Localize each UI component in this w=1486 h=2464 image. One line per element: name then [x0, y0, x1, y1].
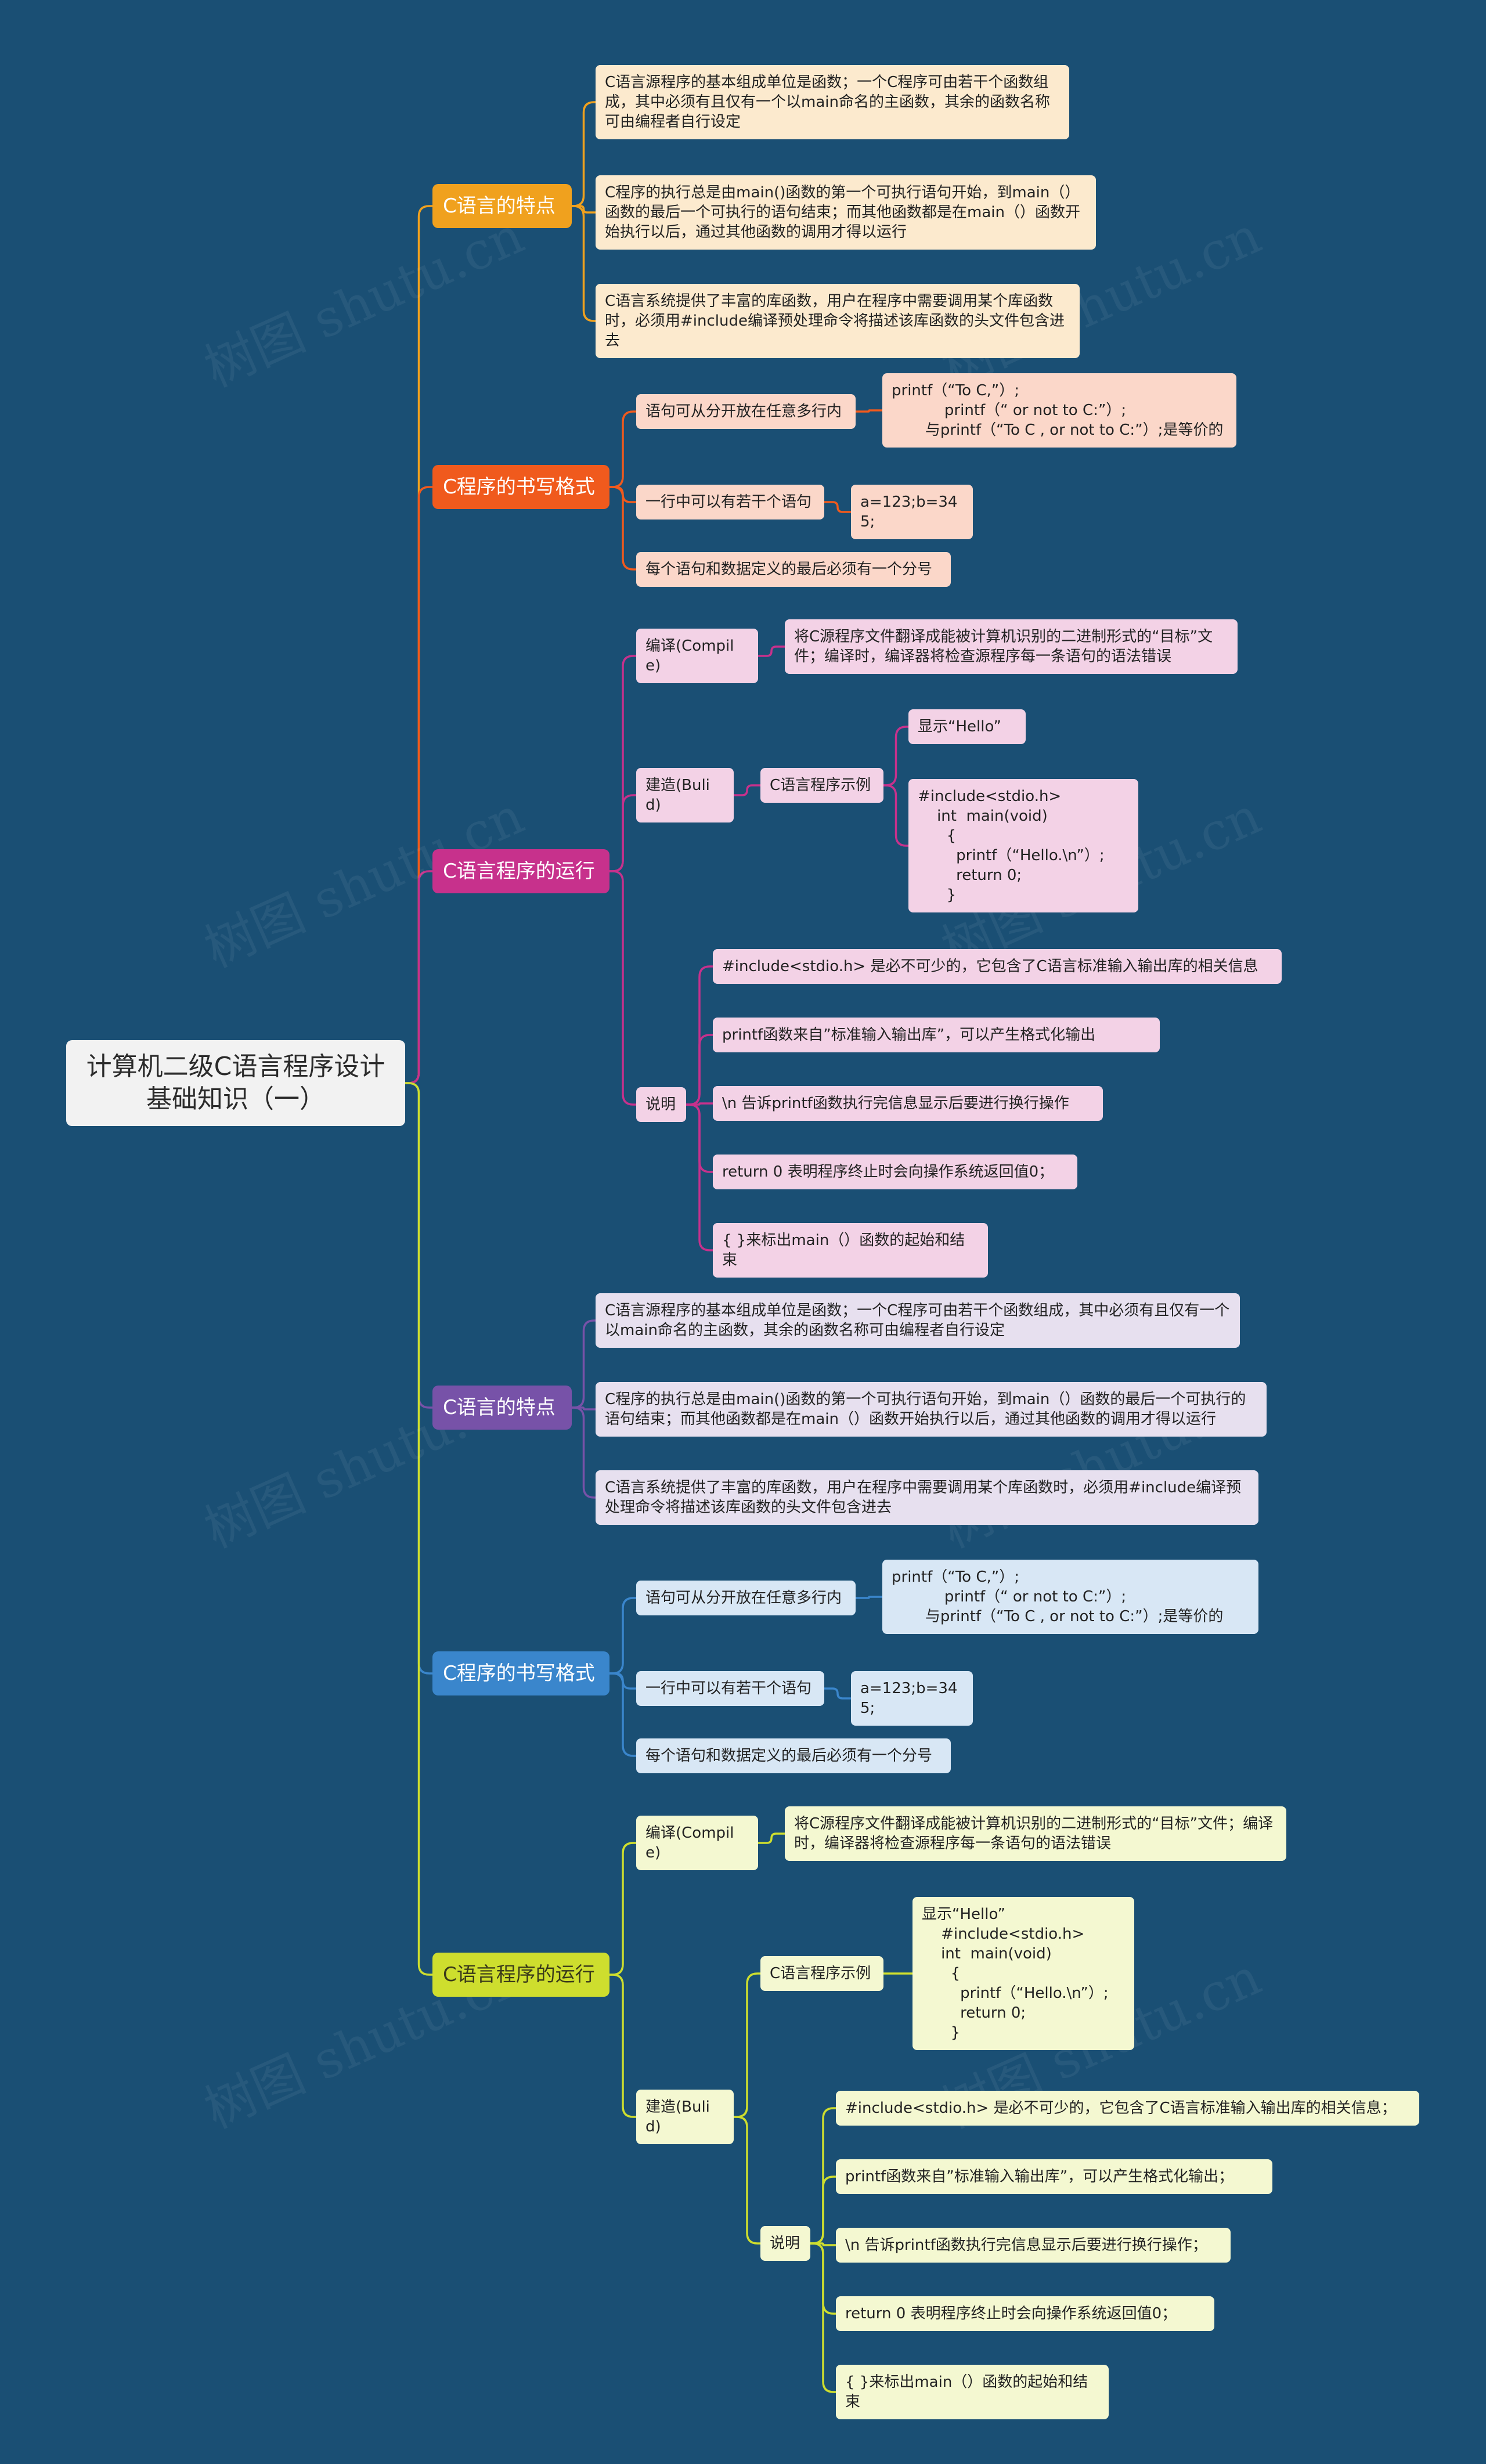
- topic-semicolon-2[interactable]: 每个语句和数据定义的最后必须有一个分号: [636, 1738, 951, 1773]
- topic-compile[interactable]: 编译(Compile): [636, 629, 758, 683]
- code-hello-program[interactable]: #include<stdio.h> int main(void) { print…: [908, 779, 1138, 912]
- topic-library-functions[interactable]: C语言系统提供了丰富的库函数，用户在程序中需要调用某个库函数时，必须用#incl…: [596, 284, 1080, 358]
- topic-build[interactable]: 建造(Bulid): [636, 768, 734, 822]
- connector-child: [809, 2176, 837, 2245]
- connector-child: [854, 409, 883, 413]
- note-printf-source-2[interactable]: printf函数来自”标准输入输出库”，可以产生格式化输出；: [836, 2159, 1272, 2194]
- topic-compile-description-2[interactable]: 将C源程序文件翻译成能被计算机识别的二进制形式的“目标”文件；编译时，编译器将检…: [785, 1806, 1286, 1861]
- topic-explanation[interactable]: 说明: [636, 1087, 686, 1122]
- connector-child: [571, 1406, 597, 1499]
- note-braces-2[interactable]: { }来标出main（）函数的起始和结束: [836, 2365, 1109, 2419]
- connector-child: [882, 726, 910, 787]
- topic-multiple-statements[interactable]: 一行中可以有若干个语句: [636, 485, 824, 520]
- code-hello-program-2[interactable]: 显示“Hello” #include<stdio.h> int main(voi…: [912, 1897, 1134, 2050]
- note-newline[interactable]: \n 告诉printf函数执行完信息显示后要进行换行操作: [713, 1086, 1103, 1121]
- connector-child: [608, 410, 637, 488]
- code-assignments[interactable]: a=123;b=345;: [851, 485, 973, 539]
- note-include-stdio[interactable]: #include<stdio.h> 是必不可少的，它包含了C语言标准输入输出库的…: [713, 949, 1282, 984]
- connector-child: [571, 1406, 597, 1410]
- connector-child: [571, 205, 597, 214]
- note-newline-2[interactable]: \n 告诉printf函数执行完信息显示后要进行换行操作；: [836, 2228, 1231, 2263]
- topic-c-example[interactable]: C语言程序示例: [760, 768, 883, 803]
- connector-child: [685, 1103, 714, 1251]
- connector-child: [733, 1972, 762, 2118]
- note-return-zero-2[interactable]: return 0 表明程序终止时会向操作系统返回值0；: [836, 2296, 1214, 2331]
- connector-child: [608, 1842, 637, 1976]
- topic-compile-description[interactable]: 将C源程序文件翻译成能被计算机识别的二进制形式的“目标”文件；编译时，编译器将检…: [785, 619, 1238, 674]
- topic-semicolon[interactable]: 每个语句和数据定义的最后必须有一个分号: [636, 552, 951, 587]
- code-assignments-2[interactable]: a=123;b=345;: [851, 1671, 973, 1726]
- connector-child: [571, 1319, 597, 1409]
- connector-child: [823, 501, 852, 513]
- topic-multiline-statements-2[interactable]: 语句可从分开放在任意多行内: [636, 1581, 856, 1615]
- code-printf-equivalent[interactable]: printf（“To C,”）; printf（“ or not to C:”）…: [882, 373, 1236, 448]
- connector-child: [823, 1687, 852, 1700]
- connector-child: [757, 645, 786, 657]
- topic-function-unit-2[interactable]: C语言源程序的基本组成单位是函数；一个C程序可由若干个函数组成，其中必须有且仅有…: [596, 1293, 1240, 1348]
- branch-writing-format-2[interactable]: C程序的书写格式: [432, 1651, 609, 1695]
- connector-child: [608, 870, 637, 1106]
- root-topic[interactable]: 计算机二级C语言程序设计基础知识（一）: [66, 1040, 405, 1126]
- connector-child: [685, 1102, 714, 1106]
- connector-child: [809, 2242, 837, 2246]
- connector-child: [685, 1034, 714, 1106]
- connector-child: [608, 1672, 637, 1757]
- connector-root-branch: [404, 1082, 434, 1976]
- topic-main-execution[interactable]: C程序的执行总是由main()函数的第一个可执行语句开始，到main（）函数的最…: [596, 175, 1096, 250]
- topic-explanation-2[interactable]: 说明: [760, 2226, 810, 2261]
- topic-multiline-statements[interactable]: 语句可从分开放在任意多行内: [636, 394, 856, 429]
- connector-child: [757, 1832, 786, 1844]
- connector-child: [854, 1596, 883, 1599]
- topic-compile-2[interactable]: 编译(Compile): [636, 1816, 758, 1870]
- topic-multiple-statements-2[interactable]: 一行中可以有若干个语句: [636, 1671, 824, 1706]
- topic-c-example-2[interactable]: C语言程序示例: [760, 1956, 883, 1991]
- connector-child: [571, 101, 597, 207]
- branch-program-run-2[interactable]: C语言程序的运行: [432, 1953, 609, 1997]
- connector-child: [571, 205, 597, 322]
- code-printf-equivalent-2[interactable]: printf（“To C,”）; printf（“ or not to C:”）…: [882, 1560, 1258, 1634]
- connector-child: [882, 784, 910, 847]
- topic-build-2[interactable]: 建造(Bulid): [636, 2090, 734, 2144]
- note-return-zero[interactable]: return 0 表明程序终止时会向操作系统返回值0；: [713, 1155, 1077, 1189]
- connector-child: [608, 794, 637, 872]
- topic-function-unit[interactable]: C语言源程序的基本组成单位是函数；一个C程序可由若干个函数组成，其中必须有且仅有…: [596, 65, 1069, 139]
- note-printf-source[interactable]: printf函数来自”标准输入输出库”，可以产生格式化输出: [713, 1018, 1160, 1052]
- connector-child: [608, 1597, 637, 1675]
- connector-child: [733, 2116, 762, 2245]
- topic-main-execution-2[interactable]: C程序的执行总是由main()函数的第一个可执行语句开始，到main（）函数的最…: [596, 1382, 1267, 1437]
- connector-root-branch: [404, 870, 434, 1084]
- branch-writing-format[interactable]: C程序的书写格式: [432, 465, 609, 509]
- branch-c-features-2[interactable]: C语言的特点: [432, 1386, 572, 1430]
- branch-program-run[interactable]: C语言程序的运行: [432, 849, 609, 893]
- note-include-stdio-2[interactable]: #include<stdio.h> 是必不可少的，它包含了C语言标准输入输出库的…: [836, 2091, 1419, 2126]
- connector-child: [733, 784, 762, 796]
- connector-child: [608, 1974, 637, 2118]
- connector-child: [809, 2242, 837, 2393]
- note-braces[interactable]: { }来标出main（）函数的起始和结束: [713, 1223, 988, 1278]
- topic-library-functions-2[interactable]: C语言系统提供了丰富的库函数，用户在程序中需要调用某个库函数时，必须用#incl…: [596, 1470, 1258, 1525]
- branch-c-features[interactable]: C语言的特点: [432, 184, 572, 228]
- connector-child: [608, 486, 637, 571]
- topic-show-hello[interactable]: 显示“Hello”: [908, 709, 1026, 744]
